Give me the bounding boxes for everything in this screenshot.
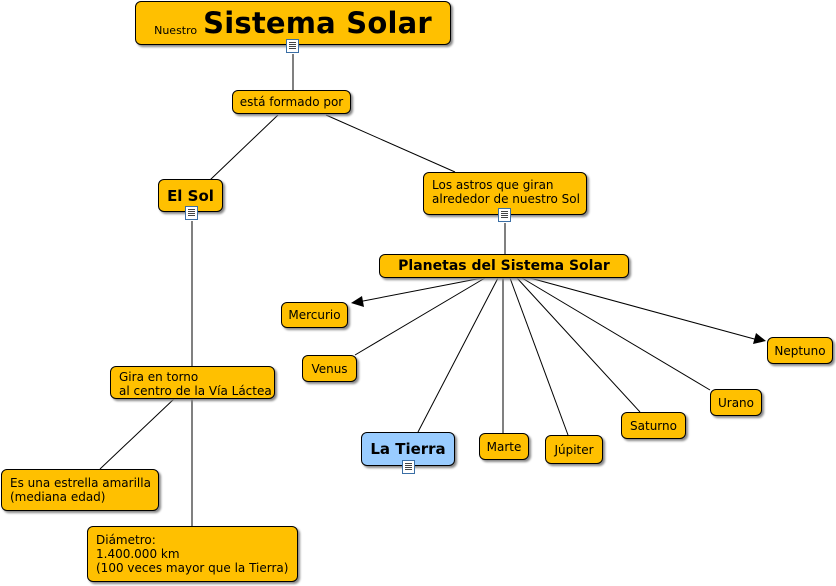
planet-marte: Marte: [479, 433, 529, 460]
title-prefix: Nuestro: [154, 24, 198, 37]
document-icon[interactable]: [185, 206, 198, 220]
link-planets-urano: [521, 277, 711, 391]
link-planets-neptuno: [529, 277, 759, 341]
page-title: Nuestro Sistema Solar: [135, 1, 451, 45]
planet-mercurio: Mercurio: [281, 302, 348, 328]
link-planets-jupiter: [509, 277, 569, 436]
document-icon[interactable]: [286, 39, 299, 53]
planet-urano: Urano: [710, 389, 762, 416]
arrowhead-mercurio: [351, 296, 364, 307]
document-icon[interactable]: [498, 208, 511, 222]
arrowhead-neptuno: [753, 333, 766, 344]
link-planets-venus: [354, 277, 486, 356]
planet-neptuno: Neptuno: [767, 337, 833, 364]
link-planets-tierra: [417, 277, 499, 433]
link-phrase-orbiting: [325, 114, 456, 173]
planet-jupiter: Júpiter: [545, 435, 603, 464]
title-main: Sistema Solar: [203, 6, 432, 40]
sun-orbit-fact: Gira en torno al centro de la Vía Láctea: [110, 366, 275, 399]
link-planets-mercurio: [357, 277, 483, 303]
link-planets-saturno: [516, 277, 641, 413]
planet-venus: Venus: [302, 355, 357, 382]
sun-star-fact: Es una estrella amarilla (mediana edad): [1, 469, 159, 511]
sun-diameter-fact: Diámetro: 1.400.000 km (100 veces mayor …: [87, 526, 298, 582]
planet-saturno: Saturno: [621, 412, 686, 439]
link-orbit-star: [99, 397, 176, 470]
link-phrase-node: está formado por: [232, 90, 351, 114]
planets-header-node: Planetas del Sistema Solar: [379, 254, 629, 278]
link-phrase-sun: [209, 114, 279, 181]
document-icon[interactable]: [402, 460, 415, 474]
